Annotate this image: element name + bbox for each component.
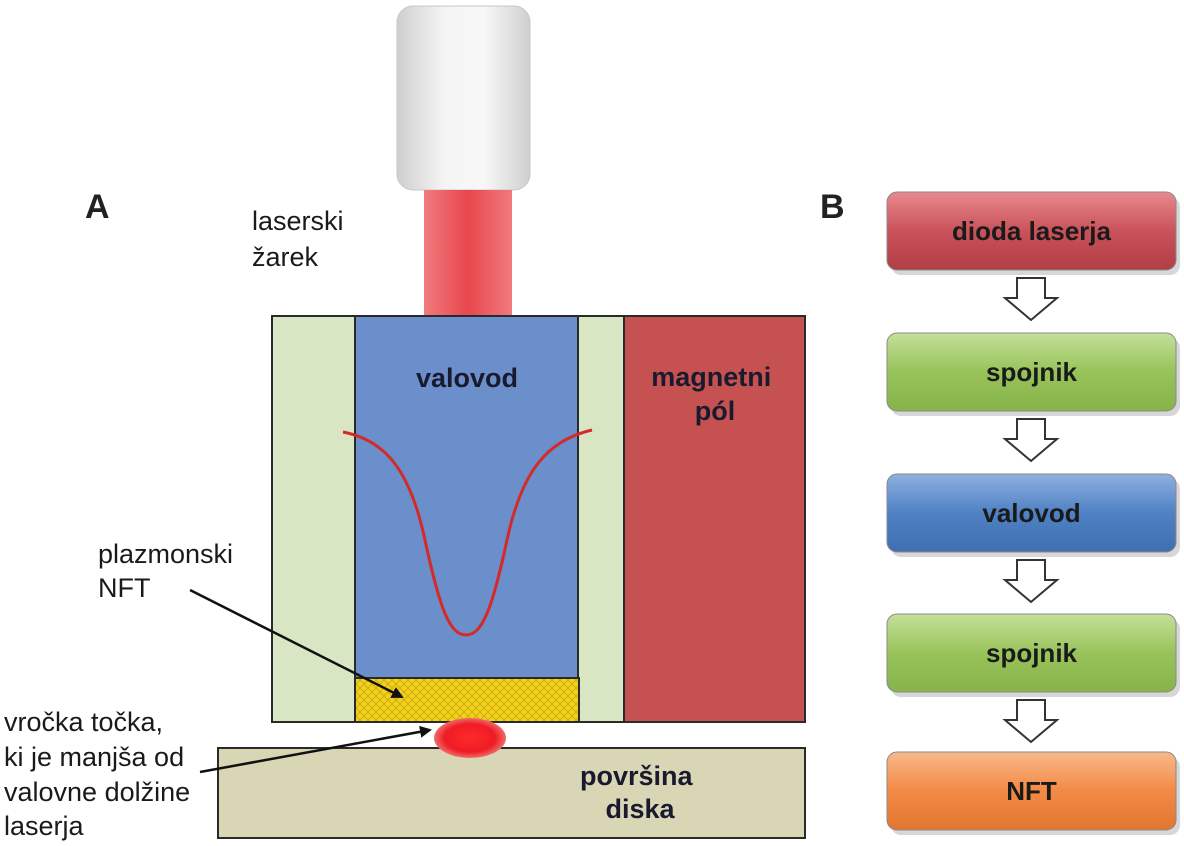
disk-surface — [217, 747, 806, 839]
hotspot-label: vročka točka, ki je manjša od valovne do… — [4, 707, 198, 841]
plasmonic-label: plazmonski NFT — [98, 539, 241, 603]
flow-arrow-4 — [1002, 699, 1060, 744]
flow-box-2 — [886, 332, 1177, 412]
waveguide-core — [354, 315, 580, 679]
flow-arrow-1 — [1002, 277, 1060, 322]
panel-a-letter: A — [85, 188, 110, 226]
cladding-left — [271, 315, 357, 723]
flow-box-label-1: dioda laserja — [952, 216, 1111, 246]
cladding-right — [577, 315, 625, 723]
flow-box-1 — [886, 191, 1177, 271]
flow-box-label-3: valovod — [982, 498, 1080, 528]
flow-box-3 — [886, 473, 1177, 553]
disk-label: površina diska — [580, 761, 700, 824]
objective-lens — [396, 5, 531, 191]
flow-box-4 — [886, 613, 1177, 693]
flow-box-label-4: spojnik — [986, 638, 1078, 668]
flow-arrow-2 — [1002, 418, 1060, 463]
mode-profile-curve — [342, 428, 593, 637]
laser-beam — [424, 190, 512, 316]
waveguide-label: valovod — [416, 363, 518, 393]
plasmonic-nft — [354, 677, 580, 723]
magnetic-pole — [623, 315, 806, 723]
hotspot-arrow — [199, 725, 432, 774]
panel-b-letter: B — [820, 188, 845, 226]
flow-box-label-5: NFT — [1006, 776, 1057, 806]
flow-arrow-3 — [1002, 559, 1060, 604]
magnetic-pole-label: magnetni pól — [651, 362, 779, 426]
flow-box-5 — [886, 751, 1177, 831]
flow-box-label-2: spojnik — [986, 357, 1078, 387]
laser-beam-label: laserski žarek — [252, 206, 351, 272]
hot-spot — [434, 718, 506, 758]
plasmonic-arrow — [189, 588, 404, 699]
